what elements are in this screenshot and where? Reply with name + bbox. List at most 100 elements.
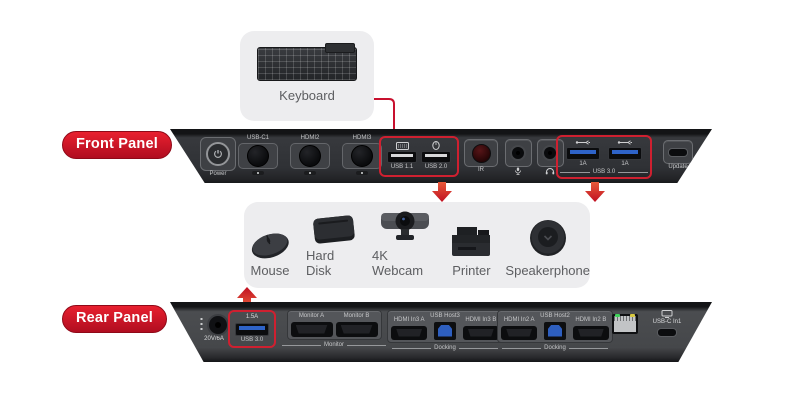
rear-usb3-current: 1.5A [245, 314, 259, 320]
ir-receiver [464, 139, 498, 167]
dc-in-cell: 20V/6A [192, 314, 236, 344]
keyboard-connector-line [374, 98, 395, 136]
rear-panel: 20V/6A 1.5A USB 3.0 Monitor A Monitor B [170, 302, 712, 362]
ethernet-led-yellow [630, 314, 635, 317]
headphone-jack [536, 139, 564, 167]
power-label: Power [209, 171, 227, 177]
keyboard-callout: Keyboard [240, 31, 374, 121]
device-mouse: Mouse [244, 223, 296, 278]
caption-line [618, 171, 649, 173]
dc-in-label: 20V/6A [204, 336, 224, 342]
ir-receiver-cell: IR [463, 139, 499, 175]
usb-host3-label: USB Host3 [430, 313, 460, 319]
dc-pin-icon [200, 318, 203, 330]
hdmi-in2a-cell: HDMI In2 A [501, 317, 538, 340]
usb3-port-2-current: 1A [621, 161, 629, 167]
device-speakerphone: Speakerphone [505, 217, 590, 278]
knob-bezel [290, 142, 330, 169]
docking-group-2: HDMI In2 A USB Host2 HDMI In2 B Docking [497, 310, 613, 352]
usb-host3-port [434, 321, 456, 340]
device-webcam: 4K Webcam [372, 206, 437, 278]
mic-jack [504, 139, 532, 167]
monitor-a-label: Monitor A [298, 313, 325, 319]
keyboard-image [257, 43, 357, 81]
usb-host2-label: USB Host2 [540, 313, 570, 319]
monitor-a-hdmi-port [290, 321, 333, 337]
usb-legacy-group-highlight: USB 1.1 USB 2.0 [379, 136, 459, 177]
caption-line [568, 347, 608, 349]
power-ring [206, 142, 230, 166]
power-button-cell: Power [196, 137, 240, 179]
device-mouse-label: Mouse [250, 263, 290, 278]
usb3-port-1 [566, 147, 600, 160]
device-speakerphone-label: Speakerphone [505, 263, 590, 278]
keyboard-icon [395, 141, 409, 150]
arrow-down-usb2-icon [432, 182, 452, 202]
caption-line [502, 347, 542, 349]
usb2-0-port [421, 151, 451, 163]
knob-bezel [238, 142, 278, 169]
device-hard-disk: Hard Disk [306, 208, 362, 278]
device-webcam-label: 4K Webcam [372, 248, 424, 278]
knob-usb-c1: USB-C1 [234, 135, 282, 175]
monitor-group: Monitor A Monitor B Monitor [282, 310, 387, 349]
caption-line [392, 347, 432, 349]
knob-indicator-icon [252, 170, 264, 175]
usb3-port-2-cell: 1A [608, 139, 642, 169]
ir-label: IR [478, 167, 484, 173]
dc-jack [207, 314, 229, 336]
speakerphone-image [529, 220, 566, 256]
monitor-b-label: Monitor B [343, 313, 370, 319]
usb2-0-port-cell: USB 2.0 [421, 141, 451, 172]
webcam-image [380, 211, 429, 240]
hdmi-in2b-port [572, 325, 609, 340]
caption-line [560, 171, 590, 173]
device-printer-label: Printer [452, 263, 491, 278]
front-panel-badge: Front Panel [62, 131, 172, 159]
usb-c-port [668, 147, 688, 157]
power-button [200, 137, 236, 171]
monitor-group-caption: Monitor [324, 341, 345, 348]
usb3-port-1-current: 1A [579, 161, 587, 167]
usb-host2-port [544, 321, 566, 340]
monitor-b-hdmi-port [335, 321, 378, 337]
knob-dial [247, 144, 269, 167]
arrow-down-usb3-icon [585, 182, 605, 202]
ir-window [471, 143, 491, 163]
ethernet-port [612, 314, 638, 334]
usb2-0-label: USB 2.0 [424, 164, 448, 170]
ethernet-cell [610, 314, 640, 334]
rear-usb3-highlight: 1.5A USB 3.0 [228, 310, 276, 348]
update-port-cell: Update [658, 140, 698, 172]
caption-line [282, 344, 321, 346]
printer-image [452, 227, 491, 256]
knob-usb-c1-label: USB-C1 [246, 135, 269, 141]
microphone-icon [515, 167, 521, 175]
knob-hdmi2-label: HDMI2 [300, 135, 320, 141]
hdmi-in2a-port [501, 325, 538, 340]
hdmi-in2a-label: HDMI In2 A [503, 317, 535, 323]
device-printer: Printer [447, 223, 495, 278]
mouse-icon [432, 141, 440, 150]
hard-disk-image [313, 215, 355, 244]
hdmi-in3a-label: HDMI In3 A [393, 317, 425, 323]
hdmi-in3b-port [462, 325, 499, 340]
headphones-icon [545, 168, 555, 175]
update-port [663, 140, 693, 164]
knob-indicator-icon [304, 170, 316, 175]
hdmi-in3b-cell: HDMI In3 B [462, 317, 499, 340]
knob-bezel [342, 142, 382, 169]
usbc-in1-label: USB-C In1 [652, 319, 682, 325]
rear-usb3-port [235, 322, 269, 336]
usb1-1-port-cell: USB 1.1 [387, 141, 417, 172]
power-icon [214, 150, 222, 158]
mic-jack-cell [503, 139, 533, 175]
mouse-image [251, 233, 289, 259]
hdmi-in2b-cell: HDMI In2 B [572, 317, 609, 340]
usb3-group-caption: USB 3.0 [592, 168, 616, 175]
mic-jack-hole [510, 145, 526, 161]
caption-line [347, 344, 387, 346]
docking-2-caption: Docking [544, 344, 566, 351]
usb3-port-1-cell: 1A [566, 139, 600, 169]
caption-line [458, 347, 498, 349]
